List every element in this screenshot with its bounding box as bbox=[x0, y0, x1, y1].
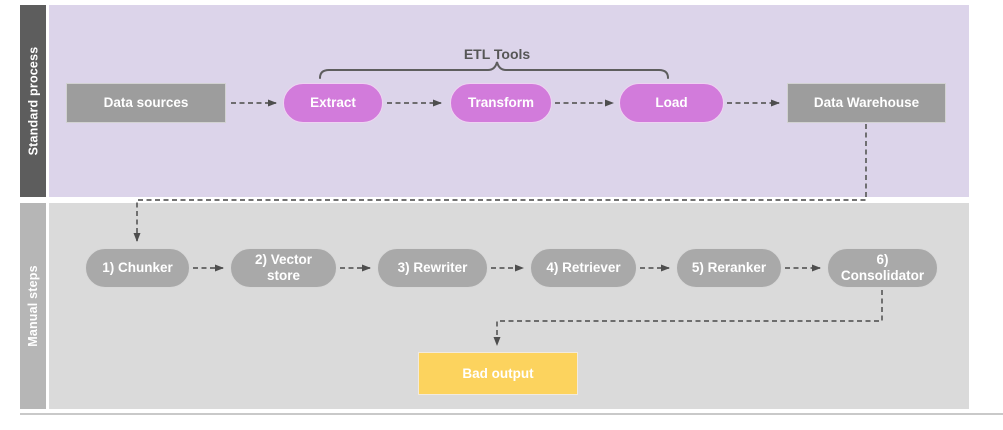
node-chunker-label: 1) Chunker bbox=[102, 260, 173, 276]
node-load[interactable]: Load bbox=[619, 83, 724, 123]
lane-standard-process-label: Standard process bbox=[26, 46, 41, 156]
node-load-label: Load bbox=[655, 95, 688, 111]
node-data-sources[interactable]: Data sources bbox=[66, 83, 226, 123]
node-vector-store[interactable]: 2) Vector store bbox=[230, 248, 337, 288]
node-data-warehouse-label: Data Warehouse bbox=[813, 95, 920, 111]
node-consolidator-label: 6) Consolidator bbox=[840, 252, 925, 283]
bottom-divider-line bbox=[20, 413, 1003, 415]
node-data-warehouse[interactable]: Data Warehouse bbox=[787, 83, 946, 123]
node-transform[interactable]: Transform bbox=[450, 83, 552, 123]
lane-standard-process-bar: Standard process bbox=[20, 5, 46, 197]
lane-manual-steps-bar: Manual steps bbox=[20, 203, 46, 409]
node-bad-output[interactable]: Bad output bbox=[418, 352, 578, 395]
node-extract-label: Extract bbox=[310, 95, 356, 111]
node-retriever[interactable]: 4) Retriever bbox=[530, 248, 637, 288]
node-reranker-label: 5) Reranker bbox=[691, 260, 767, 276]
node-consolidator[interactable]: 6) Consolidator bbox=[827, 248, 938, 288]
node-data-sources-label: Data sources bbox=[103, 95, 189, 111]
node-chunker[interactable]: 1) Chunker bbox=[85, 248, 190, 288]
node-rewriter[interactable]: 3) Rewriter bbox=[377, 248, 488, 288]
node-retriever-label: 4) Retriever bbox=[546, 260, 621, 276]
node-extract[interactable]: Extract bbox=[283, 83, 383, 123]
node-rewriter-label: 3) Rewriter bbox=[397, 260, 468, 276]
node-bad-output-label: Bad output bbox=[462, 365, 534, 381]
node-reranker[interactable]: 5) Reranker bbox=[676, 248, 782, 288]
lane-manual-steps-label: Manual steps bbox=[26, 265, 40, 347]
etl-tools-group-label: ETL Tools bbox=[463, 46, 531, 62]
node-vector-store-label: 2) Vector store bbox=[254, 252, 313, 283]
node-transform-label: Transform bbox=[467, 95, 535, 111]
